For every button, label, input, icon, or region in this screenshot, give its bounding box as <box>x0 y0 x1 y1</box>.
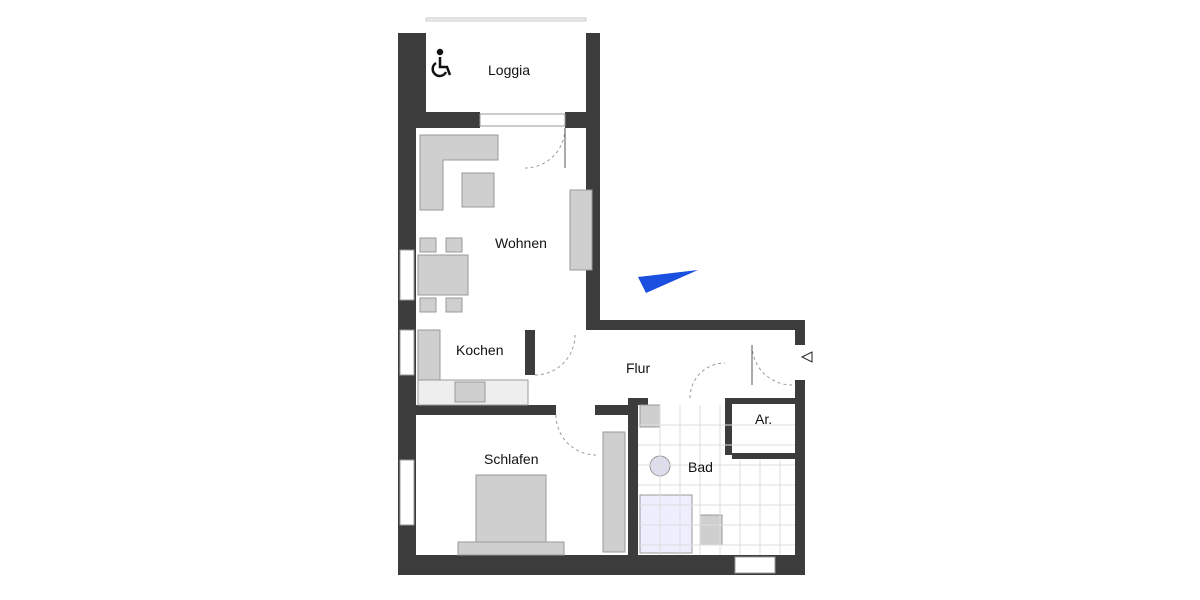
wardrobe <box>602 431 626 553</box>
room-label-bad: Bad <box>688 459 713 475</box>
loggia-railing <box>425 17 587 22</box>
entrance-arrow-icon <box>800 351 813 363</box>
shower <box>639 494 693 554</box>
room-label-kochen: Kochen <box>456 342 504 358</box>
sofa <box>419 134 499 211</box>
windows <box>399 113 776 574</box>
room-label-schlafen: Schlafen <box>484 451 539 467</box>
room-label-abstellraum: Ar. <box>755 411 773 427</box>
room-label-flur: Flur <box>626 360 651 376</box>
bath-tiles <box>638 405 795 555</box>
room-label-loggia: Loggia <box>488 62 531 78</box>
washing-machine <box>639 404 661 428</box>
dining-table <box>417 254 469 296</box>
walls <box>398 33 805 575</box>
north-arrow-icon <box>638 270 698 293</box>
room-label-wohnen: Wohnen <box>495 235 547 251</box>
coffee-table <box>461 172 495 208</box>
double-bed <box>475 474 547 551</box>
toilet <box>699 514 723 546</box>
sideboard <box>569 189 593 271</box>
sink <box>417 329 441 381</box>
stove <box>454 381 486 403</box>
wheelchair-icon <box>431 48 452 78</box>
furniture <box>417 134 723 556</box>
door-swings <box>524 127 793 456</box>
